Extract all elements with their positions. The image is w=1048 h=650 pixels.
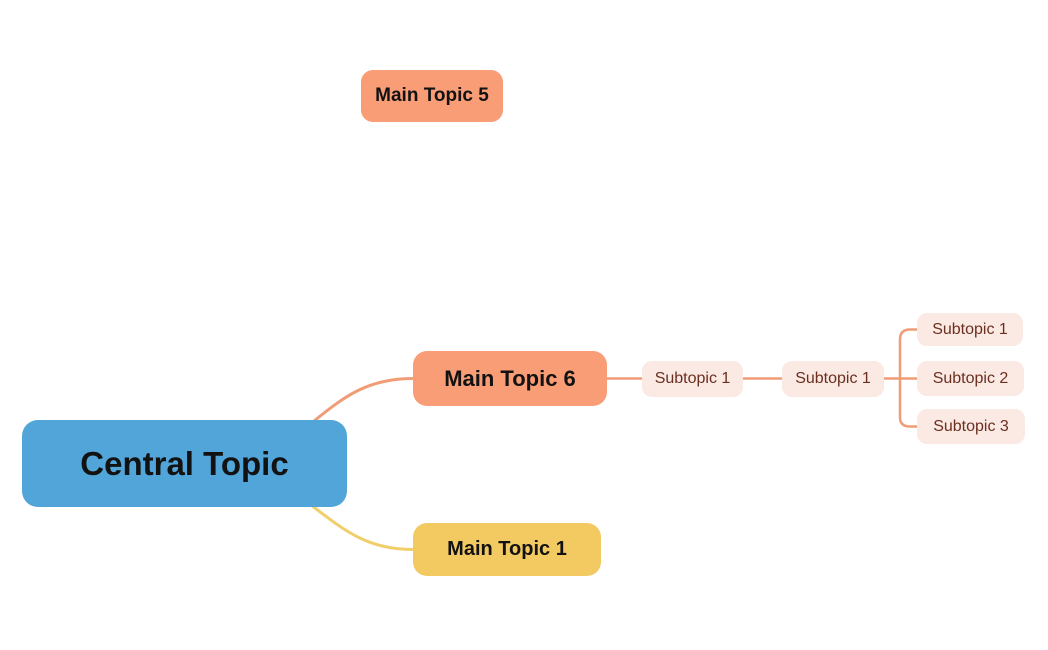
main-topic-1-node[interactable]: Main Topic 1 bbox=[413, 523, 601, 576]
branch-subtopic-level3-to-subtopic-1 bbox=[898, 328, 919, 380]
branch-central-to-main-topic-6 bbox=[312, 377, 415, 423]
subtopic-level3-node[interactable]: Subtopic 1 bbox=[782, 361, 884, 397]
branch-central-to-main-topic-1 bbox=[311, 505, 415, 551]
subtopic-level2-node[interactable]: Subtopic 1 bbox=[642, 361, 743, 397]
main-topic-6-node[interactable]: Main Topic 6 bbox=[413, 351, 607, 406]
main-topic-5-node[interactable]: Main Topic 5 bbox=[361, 70, 503, 122]
subtopic-level4-node-2[interactable]: Subtopic 2 bbox=[917, 361, 1024, 396]
central-topic-node[interactable]: Central Topic bbox=[22, 420, 347, 507]
subtopic-level4-node-1[interactable]: Subtopic 1 bbox=[917, 313, 1023, 346]
branch-subtopic-level3-to-subtopic-3 bbox=[898, 377, 919, 428]
subtopic-level4-node-3[interactable]: Subtopic 3 bbox=[917, 409, 1025, 444]
